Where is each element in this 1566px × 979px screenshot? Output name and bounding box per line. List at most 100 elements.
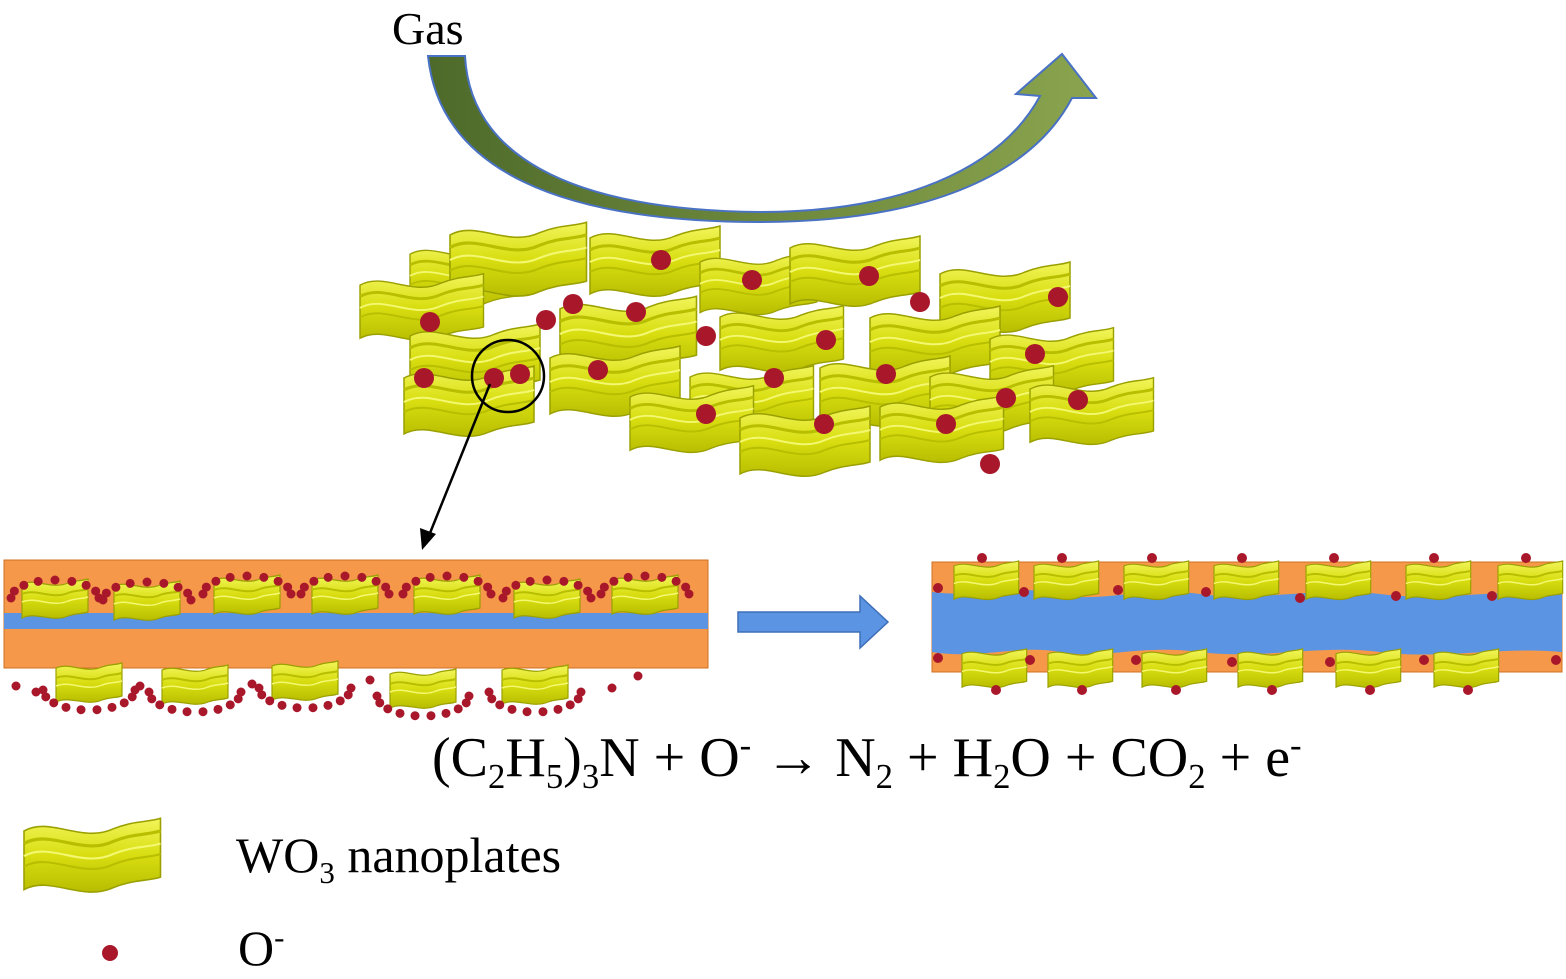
oxygen-ion-dot	[453, 704, 463, 714]
oxygen-ion-dot	[186, 595, 196, 605]
oxygen-ion-dot	[381, 582, 391, 592]
oxygen-ion-dot	[50, 575, 60, 585]
oxygen-ion-dot	[91, 586, 101, 596]
wo3-nanoplate	[21, 578, 89, 620]
oxygen-ion-dot	[286, 589, 296, 599]
wo3-nanoplate	[413, 574, 481, 616]
oxygen-ion-dot	[383, 704, 393, 714]
wo3-nanoplate	[311, 574, 379, 616]
oxygen-ion-dot	[414, 368, 434, 388]
oxygen-ion-dot	[182, 707, 192, 717]
oxygen-ion-dot	[211, 576, 221, 586]
sensor-cross-section-before	[3, 559, 709, 669]
oxygen-ion-dot	[1487, 591, 1497, 601]
wo3-nanoplate	[55, 662, 123, 704]
oxygen-ion-dot	[6, 593, 16, 603]
oxygen-ion-dot	[536, 310, 556, 330]
oxygen-ion-dot	[1025, 655, 1035, 665]
oxygen-ion-dot	[501, 586, 511, 596]
oxygen-ion-dot	[259, 572, 269, 582]
wo3-nanoplate	[1047, 647, 1114, 689]
oxygen-ion-dot	[459, 572, 469, 582]
depletion-nanoplates-after	[933, 553, 1564, 695]
oxygen-ion-dot	[340, 571, 350, 581]
oxygen-ion-dot	[996, 388, 1016, 408]
oxygen-ion-dot	[384, 589, 394, 599]
wo3-nanoplate	[1033, 559, 1100, 601]
oxygen-ion-dot	[92, 705, 102, 715]
oxygen-ion-dot	[816, 330, 836, 350]
oxygen-ion-dot	[1267, 685, 1277, 695]
zoom-pointer-line	[426, 383, 492, 539]
zoom-circle	[470, 338, 546, 414]
wo3-nanoplate	[113, 580, 181, 622]
oxygen-ion-dot	[980, 454, 1000, 474]
oxygen-ion-dot	[483, 582, 493, 592]
oxygen-ion-dot	[559, 576, 569, 586]
oxygen-ion-dot	[933, 653, 943, 663]
oxygen-ion-dot	[225, 700, 235, 710]
oxygen-ion-dot	[586, 593, 596, 603]
legend-nanoplate-symbol	[22, 816, 163, 894]
oxygen-ion-dot	[398, 589, 408, 599]
oxygen-ion-dot	[38, 685, 48, 695]
gas-label: Gas	[392, 3, 464, 54]
oxygen-ion-dot	[198, 707, 208, 717]
oxygen-ion-dot	[442, 571, 452, 581]
wo3-nanoplate	[788, 234, 922, 308]
oxygen-ion-dot	[242, 571, 252, 581]
oxygen-ion-dot	[292, 703, 302, 713]
oxygen-ion-dot	[107, 702, 117, 712]
oxygen-ion-dot	[142, 577, 152, 587]
oxygen-ion-dot	[296, 589, 306, 599]
wo3-nanoplate	[1213, 559, 1280, 601]
oxygen-ion-dot	[681, 582, 691, 592]
oxygen-ion-dot	[67, 576, 77, 586]
oxygen-ion-dot	[372, 691, 382, 701]
wo3-nanoplate	[1497, 559, 1564, 601]
oxygen-ion-dot	[588, 360, 608, 380]
oxygen-ion-dot	[876, 364, 896, 384]
oxygen-ion-dot	[1551, 655, 1561, 665]
oxygen-ion-dot	[1391, 591, 1401, 601]
oxygen-ion-dot	[111, 582, 121, 592]
oxygen-ion-dot	[135, 681, 145, 691]
oxygen-ion-dot	[147, 694, 157, 704]
oxygen-ion-dot	[538, 707, 548, 717]
wo3-nanoplate	[611, 574, 679, 616]
oxygen-ion-dot	[31, 687, 41, 697]
oxygen-ion-dot	[183, 588, 193, 598]
oxygen-ion-dot	[155, 700, 165, 710]
oxygen-ion-dot	[640, 571, 650, 581]
oxygen-ion-dot	[1068, 390, 1088, 410]
oxygen-ion-dot	[257, 690, 267, 700]
oxygen-ion-dot	[573, 694, 583, 704]
oxygen-ion-dot	[365, 675, 375, 685]
oxygen-ion-dot	[1077, 685, 1087, 695]
oxygen-ion-dot	[473, 576, 483, 586]
oxygen-ion-dot	[308, 703, 318, 713]
oxygen-ion-dot	[125, 578, 135, 588]
oxygen-ion-dot	[167, 704, 177, 714]
wo3-nanoplate	[1405, 559, 1472, 601]
oxygen-ion-dot	[933, 583, 943, 593]
oxygen-ion-dot	[144, 687, 154, 697]
oxygen-ion-dot	[201, 582, 211, 592]
oxygen-ion-dot	[323, 572, 333, 582]
oxygen-ion-dot	[910, 292, 930, 312]
oxygen-ion-dot	[233, 694, 243, 704]
oxygen-ion-dot	[371, 576, 381, 586]
oxygen-ion-dot	[198, 589, 208, 599]
oxygen-ion-dot	[411, 576, 421, 586]
oxygen-ion-dot	[599, 582, 609, 592]
oxygen-ion-dot	[309, 576, 319, 586]
wo3-nanoplate	[513, 578, 581, 620]
oxygen-ion-dot	[633, 671, 643, 681]
wo3-nanoplate	[1305, 559, 1372, 601]
oxygen-ion-dot	[1171, 685, 1181, 695]
oxygen-ion-dot	[425, 572, 435, 582]
oxygen-ion-dot	[395, 708, 405, 718]
oxygen-ion-dot	[98, 595, 108, 605]
oxygen-ion-dot	[420, 312, 440, 332]
oxygen-ion-dot	[101, 588, 111, 598]
